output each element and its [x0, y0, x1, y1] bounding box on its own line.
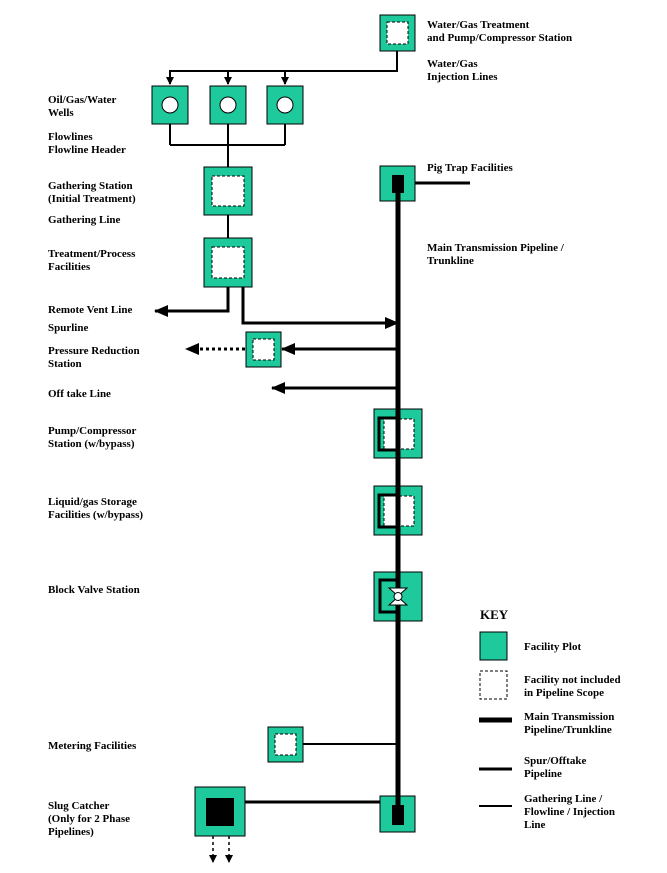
facility-gathering-station: [203, 166, 253, 216]
facility-well-3: [266, 85, 304, 125]
label-water-gas-injection: Water/Gas Injection Lines: [427, 58, 498, 83]
label-water-gas-treatment: Water/Gas Treatment and Pump/Compressor …: [427, 19, 573, 44]
facility-well-2: [209, 85, 247, 125]
label-main-transmission: Main Transmission Pipeline / Trunkline: [427, 242, 564, 267]
key-facility-plot-label: Facility Plot: [524, 641, 582, 653]
label-metering: Metering Facilities: [48, 740, 137, 752]
label-slug-catcher: Slug Catcher (Only for 2 Phase Pipelines…: [48, 800, 130, 838]
key-main-line-label: Main Transmission Pipeline/Trunkline: [524, 711, 615, 736]
key-gathering-label: Gathering Line / Flowline / Injection Li…: [524, 793, 616, 831]
key-not-included-symbol: [479, 670, 508, 700]
label-remote-vent: Remote Vent Line: [48, 304, 133, 316]
label-storage: Liquid/gas Storage Facilities (w/bypass): [48, 496, 144, 521]
spurline: [241, 287, 399, 329]
label-pressure-reduction: Pressure Reduction Station: [48, 345, 140, 370]
facility-pig-trap: [379, 165, 416, 202]
remote-vent-line: [154, 287, 230, 317]
label-pig-trap: Pig Trap Facilities: [427, 162, 513, 174]
facility-metering: [267, 726, 304, 763]
block-valve-icon: [387, 587, 409, 606]
label-offtake: Off take Line: [48, 388, 111, 400]
label-gathering-line: Gathering Line: [48, 214, 121, 226]
key-title: KEY: [480, 607, 509, 622]
key-not-included-label: Facility not included in Pipeline Scope: [524, 674, 621, 699]
key-facility-plot-symbol: [479, 631, 508, 661]
label-block-valve: Block Valve Station: [48, 584, 140, 596]
facility-pressure-reduction: [245, 331, 282, 368]
key-spur-line-label: Spur/Offtake Pipeline: [524, 755, 587, 780]
facility-well-1: [151, 85, 189, 125]
facility-treatment: [203, 237, 253, 288]
label-pump-compressor: Pump/Compressor Station (w/bypass): [48, 425, 137, 450]
label-flowlines: Flowlines Flowline Header: [48, 131, 126, 156]
label-gathering-station: Gathering Station (Initial Treatment): [48, 180, 136, 205]
label-wells: Oil/Gas/Water Wells: [48, 94, 117, 119]
facility-water-gas-treatment: [379, 14, 416, 52]
label-spurline: Spurline: [48, 322, 89, 334]
flowline-header: [169, 124, 286, 238]
injection-lines: [166, 51, 398, 85]
label-treatment: Treatment/Process Facilities: [48, 248, 136, 273]
facility-slug-catcher: [194, 786, 246, 837]
